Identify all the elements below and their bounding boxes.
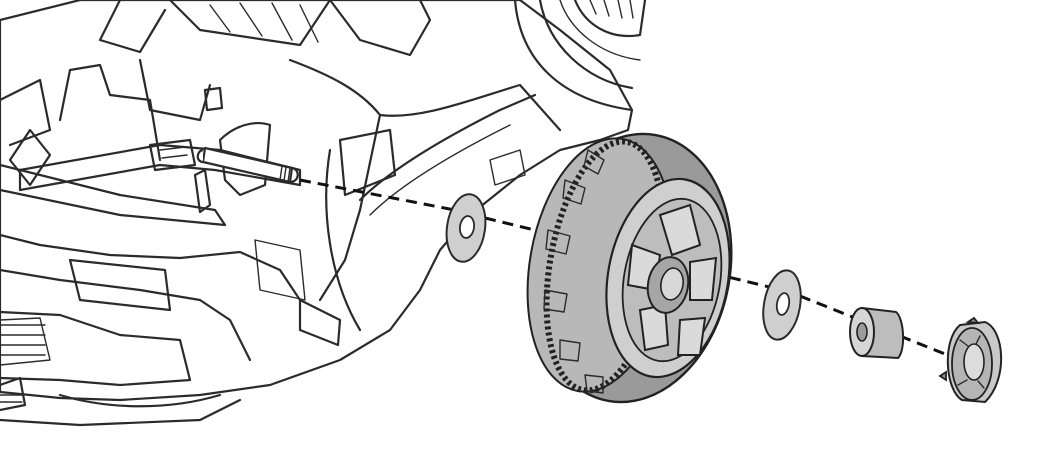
inner-washer bbox=[445, 193, 487, 263]
wheel bbox=[526, 132, 733, 404]
rear-axle bbox=[196, 146, 299, 184]
vehicle-body bbox=[0, 0, 647, 427]
hub-cap bbox=[938, 316, 1003, 404]
axle-nut bbox=[849, 306, 904, 360]
outer-washer bbox=[762, 269, 802, 341]
